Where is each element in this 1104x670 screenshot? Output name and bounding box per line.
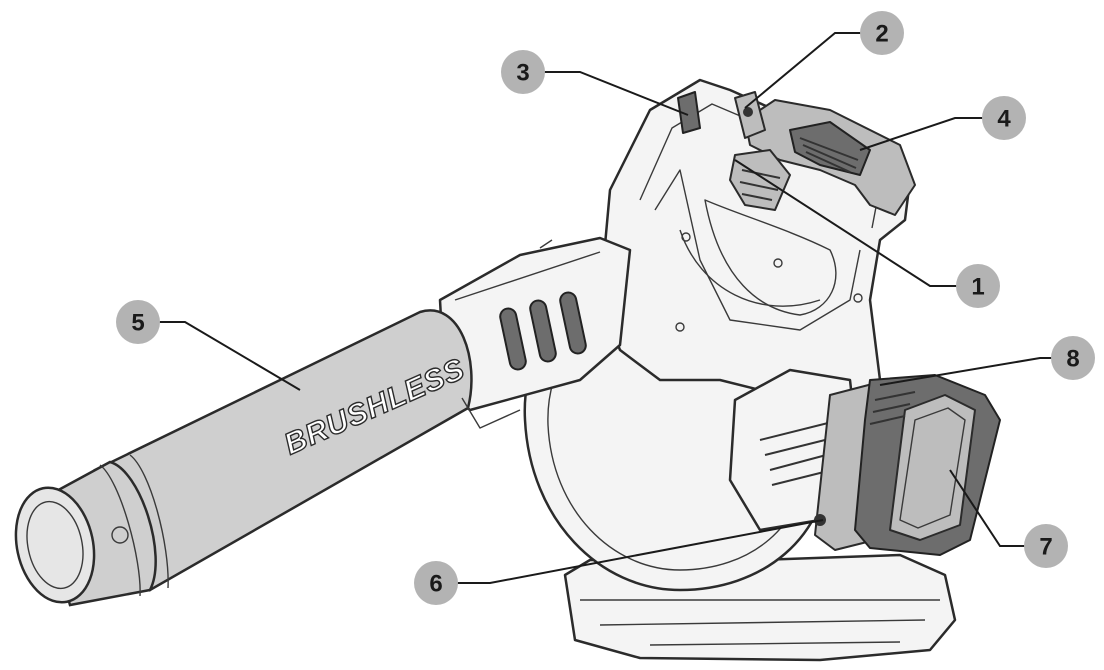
trigger	[729, 149, 791, 211]
callout-7-label: 7	[1039, 534, 1052, 561]
callout-2-label: 2	[875, 21, 888, 48]
callout-2: 2	[860, 11, 904, 55]
callout-4: 4	[982, 96, 1026, 140]
callout-6: 6	[414, 561, 458, 605]
callout-5: 5	[116, 300, 160, 344]
blower-tube: BRUSHLESS	[14, 236, 632, 607]
callout-1: 1	[956, 264, 1000, 308]
callout-5-label: 5	[131, 310, 144, 337]
callout-8: 8	[1051, 336, 1095, 380]
callout-3-label: 3	[516, 60, 529, 87]
callout-1-label: 1	[971, 274, 984, 301]
switch-controls	[677, 91, 766, 139]
callout-4-label: 4	[997, 106, 1011, 133]
callout-8-label: 8	[1066, 346, 1079, 373]
callout-3: 3	[501, 50, 545, 94]
battery-pack	[854, 374, 1001, 556]
callout-7: 7	[1024, 524, 1068, 568]
callout-6-label: 6	[429, 571, 442, 598]
